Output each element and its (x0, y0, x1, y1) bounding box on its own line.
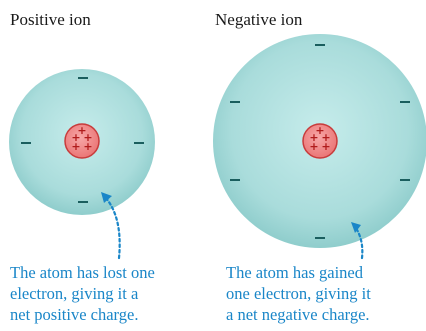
caption-line: electron, giving it a (10, 283, 215, 304)
caption-line: net positive charge. (10, 304, 215, 325)
svg-text:+: + (309, 140, 318, 153)
positive-ion-caption: The atom has lost one electron, giving i… (10, 262, 215, 325)
caption-line: one electron, giving it (226, 283, 426, 304)
svg-text:+: + (321, 140, 330, 153)
caption-line: a net negative charge. (226, 304, 426, 325)
svg-text:+: + (71, 140, 80, 153)
negative-ion-atom: + + + + + (213, 34, 426, 258)
svg-text:+: + (83, 140, 92, 153)
caption-line: The atom has gained (226, 262, 426, 283)
negative-ion-caption: The atom has gained one electron, giving… (226, 262, 426, 325)
positive-ion-atom: + + + + + (9, 69, 155, 258)
caption-line: The atom has lost one (10, 262, 215, 283)
